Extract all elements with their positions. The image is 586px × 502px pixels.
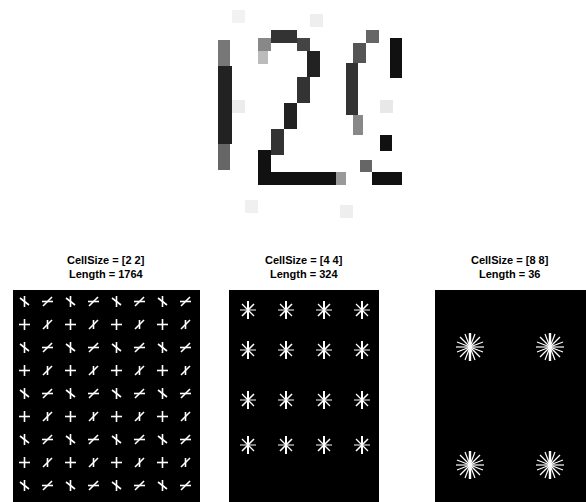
- cell-size-title: CellSize = [2 2]: [67, 254, 144, 267]
- length-title: Length = 1764: [69, 268, 143, 281]
- length-title: Length = 324: [270, 268, 338, 281]
- length-title: Length = 36: [479, 268, 540, 281]
- cell-size-title: CellSize = [4 4]: [265, 254, 342, 267]
- cell-size-title: CellSize = [8 8]: [471, 254, 548, 267]
